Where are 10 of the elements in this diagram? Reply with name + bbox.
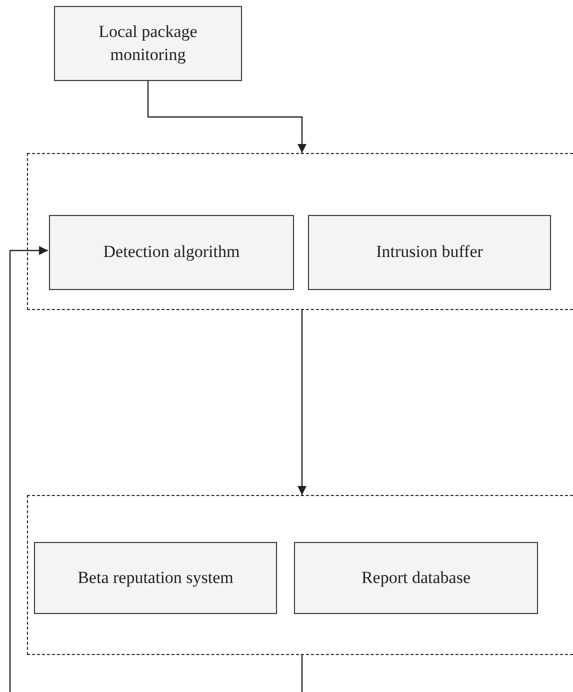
process-box: Report database bbox=[294, 542, 538, 614]
arrow bbox=[9, 246, 48, 692]
arrow bbox=[147, 81, 306, 153]
dashed-group-frame bbox=[27, 495, 573, 655]
process-box: Detection algorithm bbox=[49, 215, 294, 290]
dashed-group-frame bbox=[27, 153, 573, 310]
process-box: Local package monitoring bbox=[54, 6, 242, 81]
process-box: Intrusion buffer bbox=[308, 215, 551, 290]
process-box: Beta reputation system bbox=[34, 542, 277, 614]
arrow bbox=[298, 310, 306, 495]
